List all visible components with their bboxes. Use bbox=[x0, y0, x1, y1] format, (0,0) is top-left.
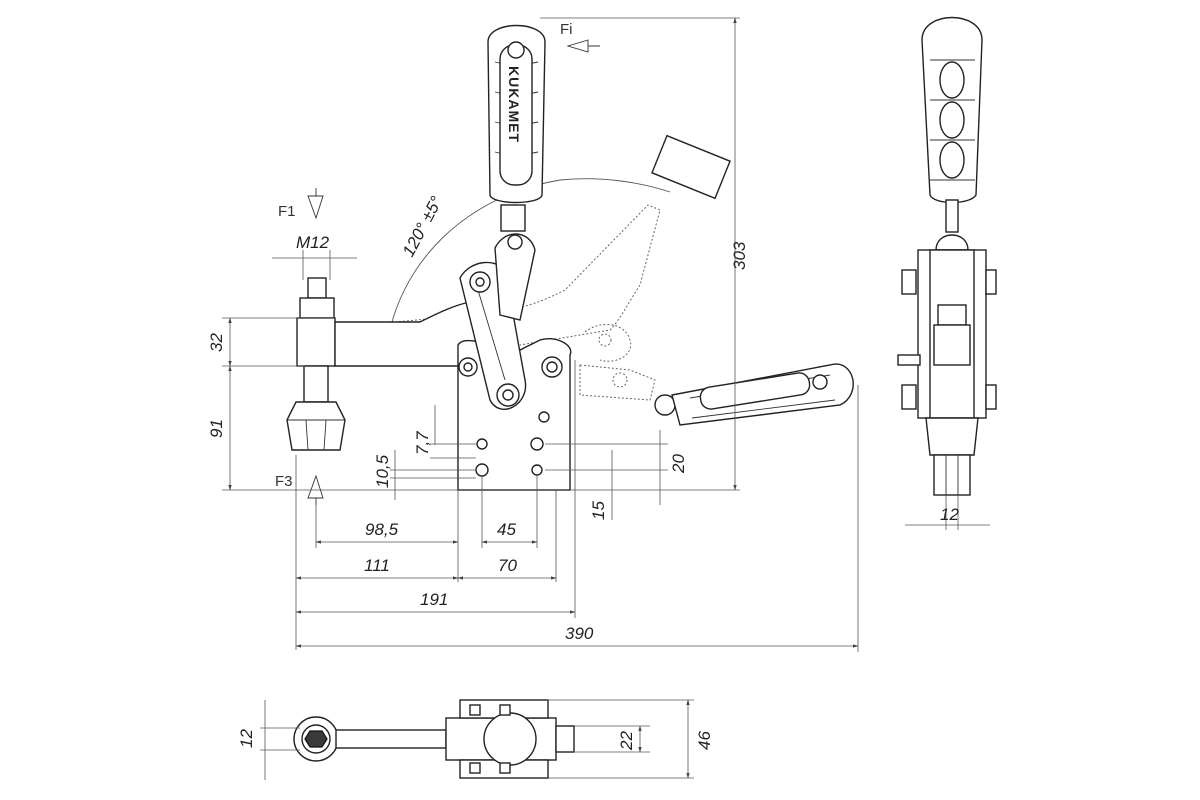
brand-logo-icon bbox=[812, 374, 828, 390]
top-view: 12 22 46 bbox=[237, 699, 714, 780]
vertical-handle: KUKAMET bbox=[487, 24, 546, 232]
force-f3-arrow bbox=[307, 474, 324, 505]
dim-20: 20 bbox=[669, 454, 688, 474]
dim-32: 32 bbox=[207, 333, 226, 352]
dim-70: 70 bbox=[498, 556, 517, 575]
force-fi-arrow bbox=[566, 39, 600, 53]
angle-label: 120° ±5° bbox=[399, 193, 447, 260]
base-hole bbox=[538, 411, 550, 423]
mount-hole bbox=[476, 438, 488, 450]
dim-22: 22 bbox=[617, 731, 636, 751]
dim-111: 111 bbox=[364, 556, 390, 575]
dim-98-5: 98,5 bbox=[365, 520, 399, 539]
lever-link bbox=[494, 233, 536, 321]
dim-91: 91 bbox=[207, 419, 226, 438]
mount-hole bbox=[475, 463, 489, 477]
force-fi-label: Fi bbox=[560, 21, 573, 38]
force-f1-arrow bbox=[307, 188, 324, 220]
thread-label: M12 bbox=[296, 233, 330, 252]
dim-191: 191 bbox=[420, 590, 448, 609]
dim-303: 303 bbox=[730, 241, 749, 270]
link-bolt bbox=[507, 234, 523, 250]
front-view: 120° ±5° bbox=[286, 24, 854, 491]
brand-logo-icon bbox=[507, 41, 525, 59]
dim-390: 390 bbox=[565, 624, 594, 643]
dim-45: 45 bbox=[497, 520, 516, 539]
dim-15: 15 bbox=[589, 501, 608, 520]
mount-hole bbox=[531, 464, 543, 476]
dim-12-side: 12 bbox=[940, 505, 959, 524]
dim-10-5: 10,5 bbox=[373, 454, 392, 488]
mount-hole bbox=[530, 437, 544, 451]
side-view: 12 bbox=[897, 16, 997, 530]
dim-7-7: 7,7 bbox=[413, 431, 432, 455]
handle-brand-text: KUKAMET bbox=[506, 66, 522, 143]
horizontal-handle bbox=[654, 363, 854, 426]
dim-12-top: 12 bbox=[237, 729, 256, 748]
force-f1-label: F1 bbox=[278, 203, 296, 220]
force-f3-label: F3 bbox=[275, 473, 293, 490]
open-position-outline bbox=[394, 134, 731, 401]
front-dimensions: Fi F1 F3 M12 303 32 91 7,7 10,5 bbox=[207, 17, 859, 652]
dim-46: 46 bbox=[695, 731, 714, 750]
